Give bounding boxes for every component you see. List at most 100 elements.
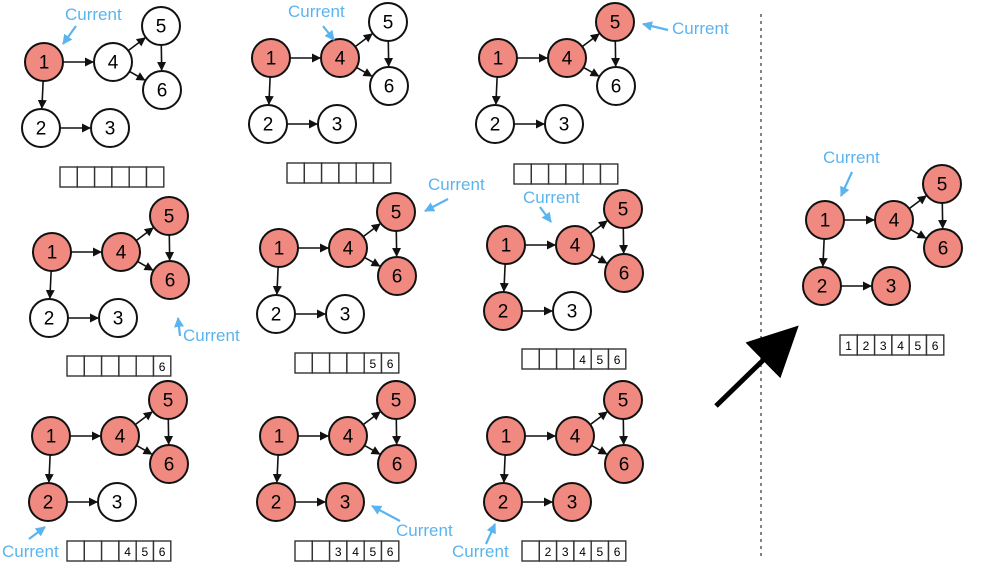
graph-edge [499, 263, 509, 293]
array-cell [547, 163, 567, 185]
array-cell [311, 540, 331, 562]
graph-node [256, 482, 296, 522]
current-label: Current [183, 326, 240, 345]
graph-node [603, 189, 643, 229]
graph-node [24, 42, 64, 82]
graph-node [369, 66, 409, 106]
graph-edge [37, 80, 47, 110]
array-cell [346, 352, 365, 374]
graph-node-label: 4 [889, 211, 900, 232]
current-pointer-arrow [484, 523, 497, 545]
graph-node [483, 482, 523, 522]
graph-node-label: 6 [384, 77, 395, 98]
array-cell-value: 6 [159, 360, 166, 374]
array-cell [380, 540, 400, 562]
graph-edge [362, 223, 381, 238]
array-cell [66, 540, 85, 562]
graph-edge [136, 444, 153, 455]
graph-node [29, 298, 69, 338]
graph-node-label: 4 [115, 427, 126, 448]
current-label: Current [2, 542, 59, 561]
graph-node [150, 260, 190, 300]
array-cell [286, 162, 305, 184]
graph-edge [491, 76, 501, 106]
graph-node [596, 66, 636, 106]
array-cell-value: 2 [863, 339, 870, 353]
graph-node [90, 108, 130, 148]
graph-edge [127, 37, 146, 52]
array-cell [607, 540, 627, 562]
current-pointer-arrow [371, 505, 401, 522]
graph-node-label: 1 [493, 49, 504, 70]
graph-node-label: 6 [619, 264, 630, 285]
array-cell [303, 162, 323, 184]
graph-node [32, 232, 72, 272]
graph-node-label: 5 [163, 391, 174, 412]
array-cell-value: 6 [932, 339, 939, 353]
array-cell-value: 3 [335, 545, 342, 559]
graph-edge [264, 76, 274, 106]
array-cell-value: 6 [614, 353, 621, 367]
graph-edge [137, 260, 154, 271]
graph-edge [908, 195, 927, 210]
graph-node-label: 5 [156, 17, 167, 38]
array-cell-value: 4 [124, 545, 131, 559]
graph-node-label: 5 [610, 13, 621, 34]
graph-node [603, 380, 643, 420]
graph-node-label: 2 [43, 493, 54, 514]
graph-node [547, 38, 587, 78]
graph-node [142, 70, 182, 110]
graph-node [805, 200, 845, 240]
graph-node-label: 2 [498, 493, 509, 514]
current-pointer-arrow [539, 206, 552, 223]
graph-node-label: 3 [105, 119, 116, 140]
array-cell-value: 6 [387, 357, 394, 371]
graph-node-label: 4 [108, 53, 119, 74]
graph-edge [583, 66, 600, 77]
graph-node [259, 416, 299, 456]
array-cell-value: 4 [897, 339, 904, 353]
graph-node [874, 200, 914, 240]
graph-edge [129, 70, 146, 81]
array-cell [599, 163, 619, 185]
graph-edge [45, 270, 55, 300]
graph-node [555, 416, 595, 456]
array-cell [565, 163, 584, 185]
graph-node-label: 1 [501, 427, 512, 448]
array-cell [66, 355, 85, 377]
graph-node [377, 256, 417, 296]
current-label: Current [428, 175, 485, 194]
array-cell [530, 163, 550, 185]
graph-node [21, 108, 61, 148]
graph-node-label: 5 [391, 391, 402, 412]
graph-node [320, 38, 360, 78]
array-cell-value: 5 [142, 545, 149, 559]
array-cell [521, 540, 540, 562]
graph-node-label: 2 [498, 302, 509, 323]
graph-node [149, 196, 189, 236]
graph-node [552, 482, 592, 522]
graph-node-label: 1 [46, 427, 57, 448]
graph-node [802, 266, 842, 306]
graph-edge [364, 256, 381, 267]
graph-node-label: 4 [116, 243, 127, 264]
graph-edge [272, 266, 282, 296]
graph-node [328, 228, 368, 268]
graph-edge [135, 227, 154, 242]
graph-node-label: 6 [392, 455, 403, 476]
array-cell [76, 166, 96, 188]
graph-node-label: 1 [39, 53, 50, 74]
array-cell [311, 352, 331, 374]
graph-node-label: 3 [340, 305, 351, 326]
graph-node [377, 444, 417, 484]
graph-node-label: 6 [619, 455, 630, 476]
graph-node [101, 232, 141, 272]
array-cell-value: 4 [579, 353, 586, 367]
graph-node-label: 6 [165, 271, 176, 292]
array-cell [607, 348, 627, 370]
graph-node [544, 104, 584, 144]
graph-node [149, 444, 189, 484]
